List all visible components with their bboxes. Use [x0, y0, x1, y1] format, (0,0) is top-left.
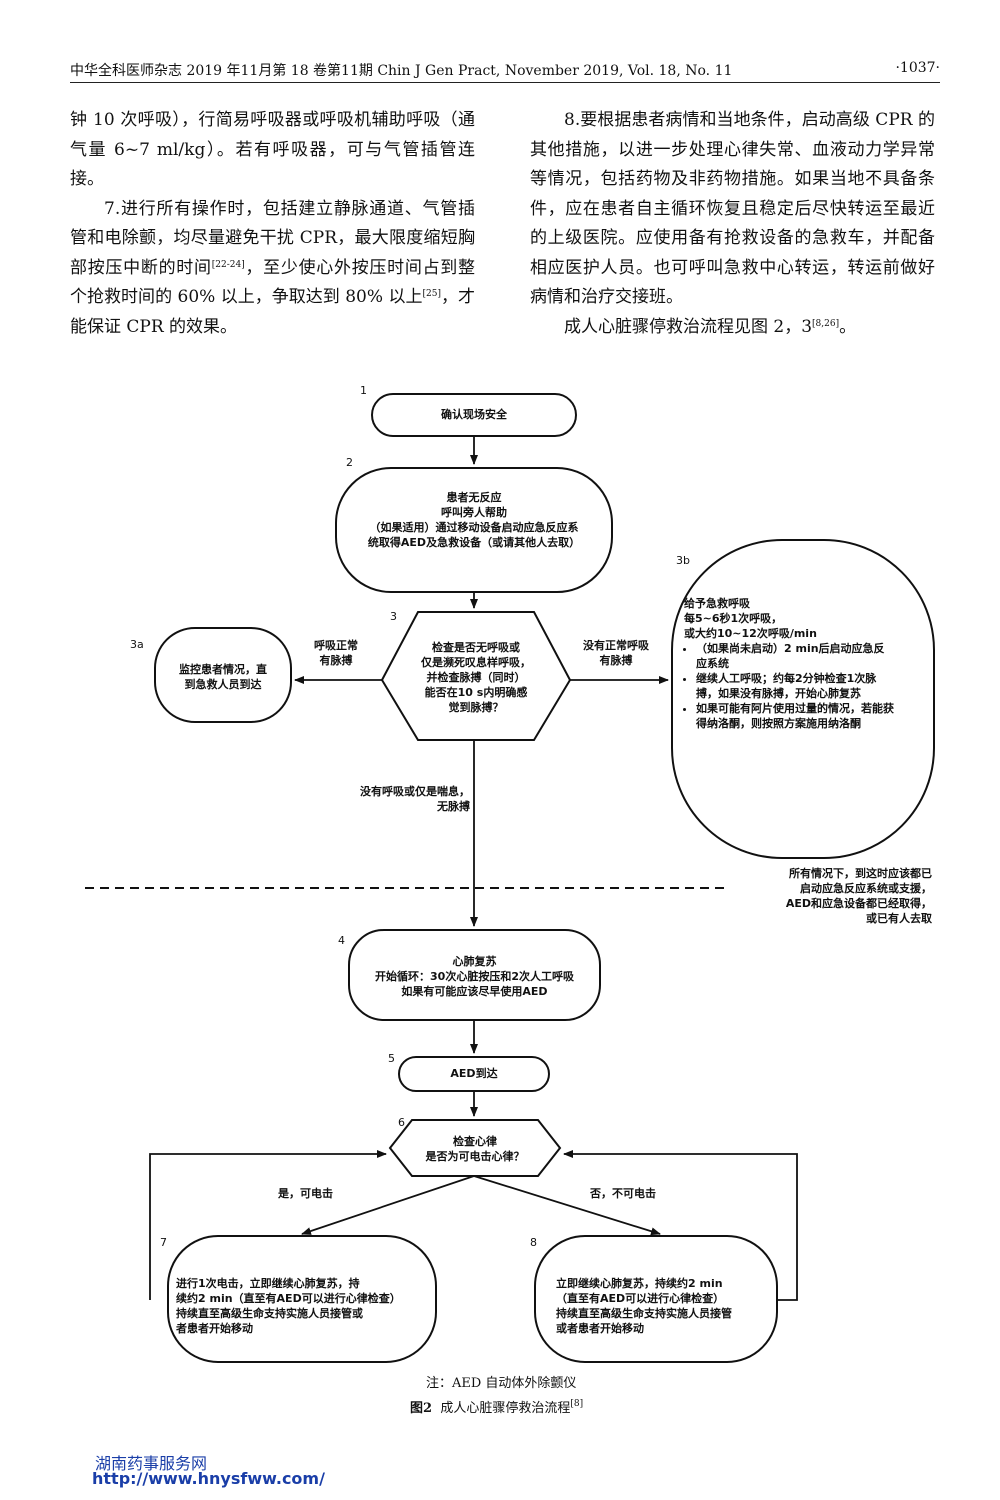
phase-side-note: 所有情况下，到这时应该都已 启动应急反应系统或支援， AED和应急设备都已经取得… — [785, 867, 932, 925]
step-number-2: 2 — [346, 456, 353, 469]
header-rule — [70, 82, 940, 83]
left-column: 钟 10 次呼吸），行简易呼吸器或呼吸机辅助呼吸（通气量 6~7 ml/kg）。… — [70, 106, 475, 342]
right-paragraph-2: 成人心脏骤停救治流程见图 2，3[8,26]。 — [564, 316, 857, 337]
step-number-3b: 3b — [676, 554, 690, 567]
box6-text: 检查心律 是否为可电击心律？ — [425, 1135, 525, 1163]
left-paragraph-1: 钟 10 次呼吸），行简易呼吸器或呼吸机辅助呼吸（通气量 6~7 ml/kg）。… — [70, 110, 475, 189]
box3a-text: 监控患者情况，直 到急救人员到达 — [179, 663, 267, 691]
label-normal-breathing: 呼吸正常 有脉搏 — [314, 639, 358, 667]
left-paragraph-2: 7.进行所有操作时，包括建立静脉通道、气管插管和电除颤，均尽量避免干扰 CPR，… — [70, 198, 476, 337]
box5-text: AED到达 — [450, 1067, 498, 1080]
box8-text: 立即继续心肺复苏，持续约2 min （直至有AED可以进行心律检查） 持续直至高… — [556, 1277, 732, 1335]
box2-text: 患者无反应 呼叫旁人帮助 （如果适用）通过移动设备启动应急反应系 统取得AED及… — [367, 491, 581, 549]
step-number-7: 7 — [160, 1236, 167, 1249]
box4-text: 心肺复苏 开始循环：30次心脏按压和2次人工呼吸 如果有可能应该尽早使用AED — [375, 955, 574, 998]
box3b-shape — [671, 539, 935, 859]
label-shockable-yes: 是，可电击 — [278, 1187, 333, 1200]
watermark-site-name: 湖南药事服务网 — [95, 1454, 208, 1473]
box3-text: 检查是否无呼吸或 仅是濒死叹息样呼吸， 并检查脉搏（同时） 能否在10 s内明确… — [421, 641, 531, 714]
figure-note: 注：AED 自动体外除颤仪 — [426, 1376, 577, 1391]
page-number: ·1037· — [895, 60, 940, 76]
box3a-shape — [154, 627, 292, 723]
label-shockable-no: 否，不可电击 — [590, 1187, 656, 1200]
box3b-text: 给予急救呼吸 每5~6秒1次呼吸， 或大约10~12次呼吸/min （如果尚未启… — [684, 596, 894, 731]
watermark-url[interactable]: http://www.hnysfww.com/ — [92, 1469, 325, 1488]
label-no-breathing: 没有呼吸或仅是喘息， 无脉搏 — [360, 785, 470, 813]
right-column: 8.要根据患者病情和当地条件，启动高级 CPR 的其他措施，以进一步处理心律失常… — [530, 106, 935, 342]
box7-text: 进行1次电击，立即继续心肺复苏，持 续约2 min（直至有AED可以进行心律检查… — [176, 1277, 401, 1335]
step-number-3a: 3a — [130, 638, 144, 651]
box1-text: 确认现场安全 — [441, 408, 507, 421]
step-number-3: 3 — [390, 610, 397, 623]
step-number-8: 8 — [530, 1236, 537, 1249]
figure-caption: 图2 成人心脏骤停救治流程[8] — [410, 1399, 584, 1417]
box7-shape — [167, 1235, 437, 1363]
step-number-5: 5 — [388, 1052, 395, 1065]
box6-diamond — [388, 1119, 562, 1177]
step-number-6: 6 — [398, 1116, 405, 1129]
step-number-4: 4 — [338, 934, 345, 947]
right-paragraph-1: 8.要根据患者病情和当地条件，启动高级 CPR 的其他措施，以进一步处理心律失常… — [530, 110, 935, 307]
step-number-1: 1 — [360, 384, 367, 397]
label-abnormal-breathing-pulse: 没有正常呼吸 有脉搏 — [583, 639, 649, 667]
box8-shape — [534, 1235, 778, 1363]
journal-citation: 中华全科医师杂志 2019 年11月第 18 卷第11期 Chin J Gen … — [70, 63, 733, 79]
